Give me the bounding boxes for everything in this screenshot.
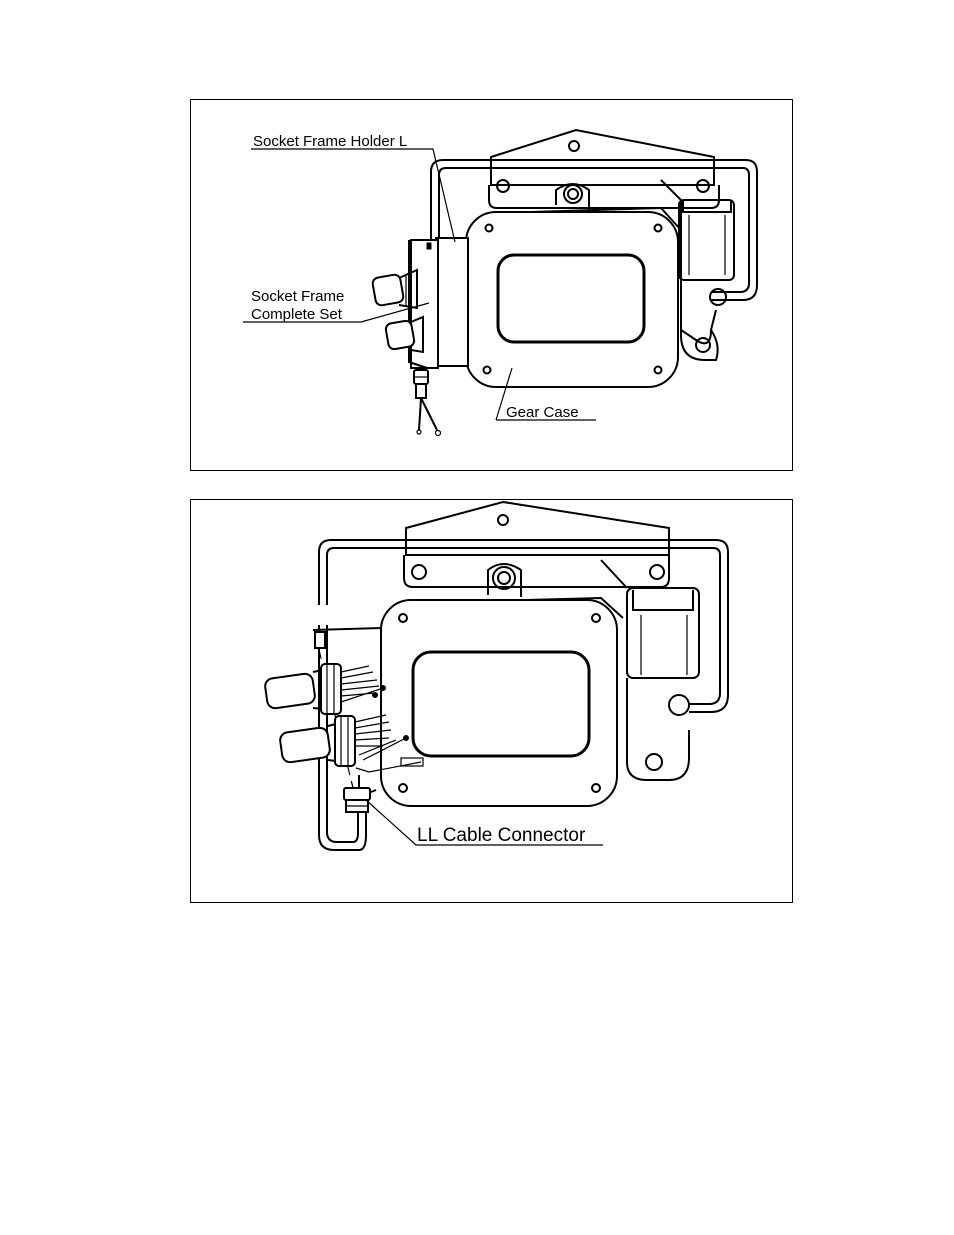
socket-connector-upper	[264, 663, 386, 715]
tube-frame	[430, 159, 758, 301]
label-gear-case: Gear Case	[506, 404, 579, 421]
gear-case	[380, 599, 618, 807]
gear-case	[465, 211, 679, 388]
cable-gland	[413, 366, 442, 437]
label-socket-frame-holder: Socket Frame Holder L	[253, 133, 407, 150]
label-socket-frame-line2: Complete Set	[251, 306, 343, 323]
label-socket-frame-line1: Socket Frame	[251, 288, 344, 305]
right-housing	[660, 179, 735, 361]
socket-connector-lower	[279, 714, 409, 767]
cable-connector	[343, 757, 424, 813]
socket-connector-lower	[384, 315, 424, 354]
leader-lines	[243, 148, 596, 421]
diagram-panel-bottom: LL Cable Connector	[190, 499, 793, 903]
diagram-panel-top: Socket Frame Holder L Socket Frame Compl…	[190, 99, 793, 471]
right-housing	[600, 559, 700, 781]
top-boss	[530, 183, 682, 231]
socket-connector-upper	[371, 268, 418, 310]
tube-frame	[318, 539, 729, 851]
leader-lines	[365, 799, 603, 846]
gear-case-cable-connector-drawing: LL Cable Connector	[264, 500, 729, 851]
mounting-bracket	[488, 128, 720, 209]
gear-case-socket-frame-drawing: Socket Frame Holder L Socket Frame Compl…	[243, 128, 758, 437]
label-cable-connector: LL Cable Connector	[417, 825, 586, 846]
mounting-bracket	[403, 500, 670, 588]
